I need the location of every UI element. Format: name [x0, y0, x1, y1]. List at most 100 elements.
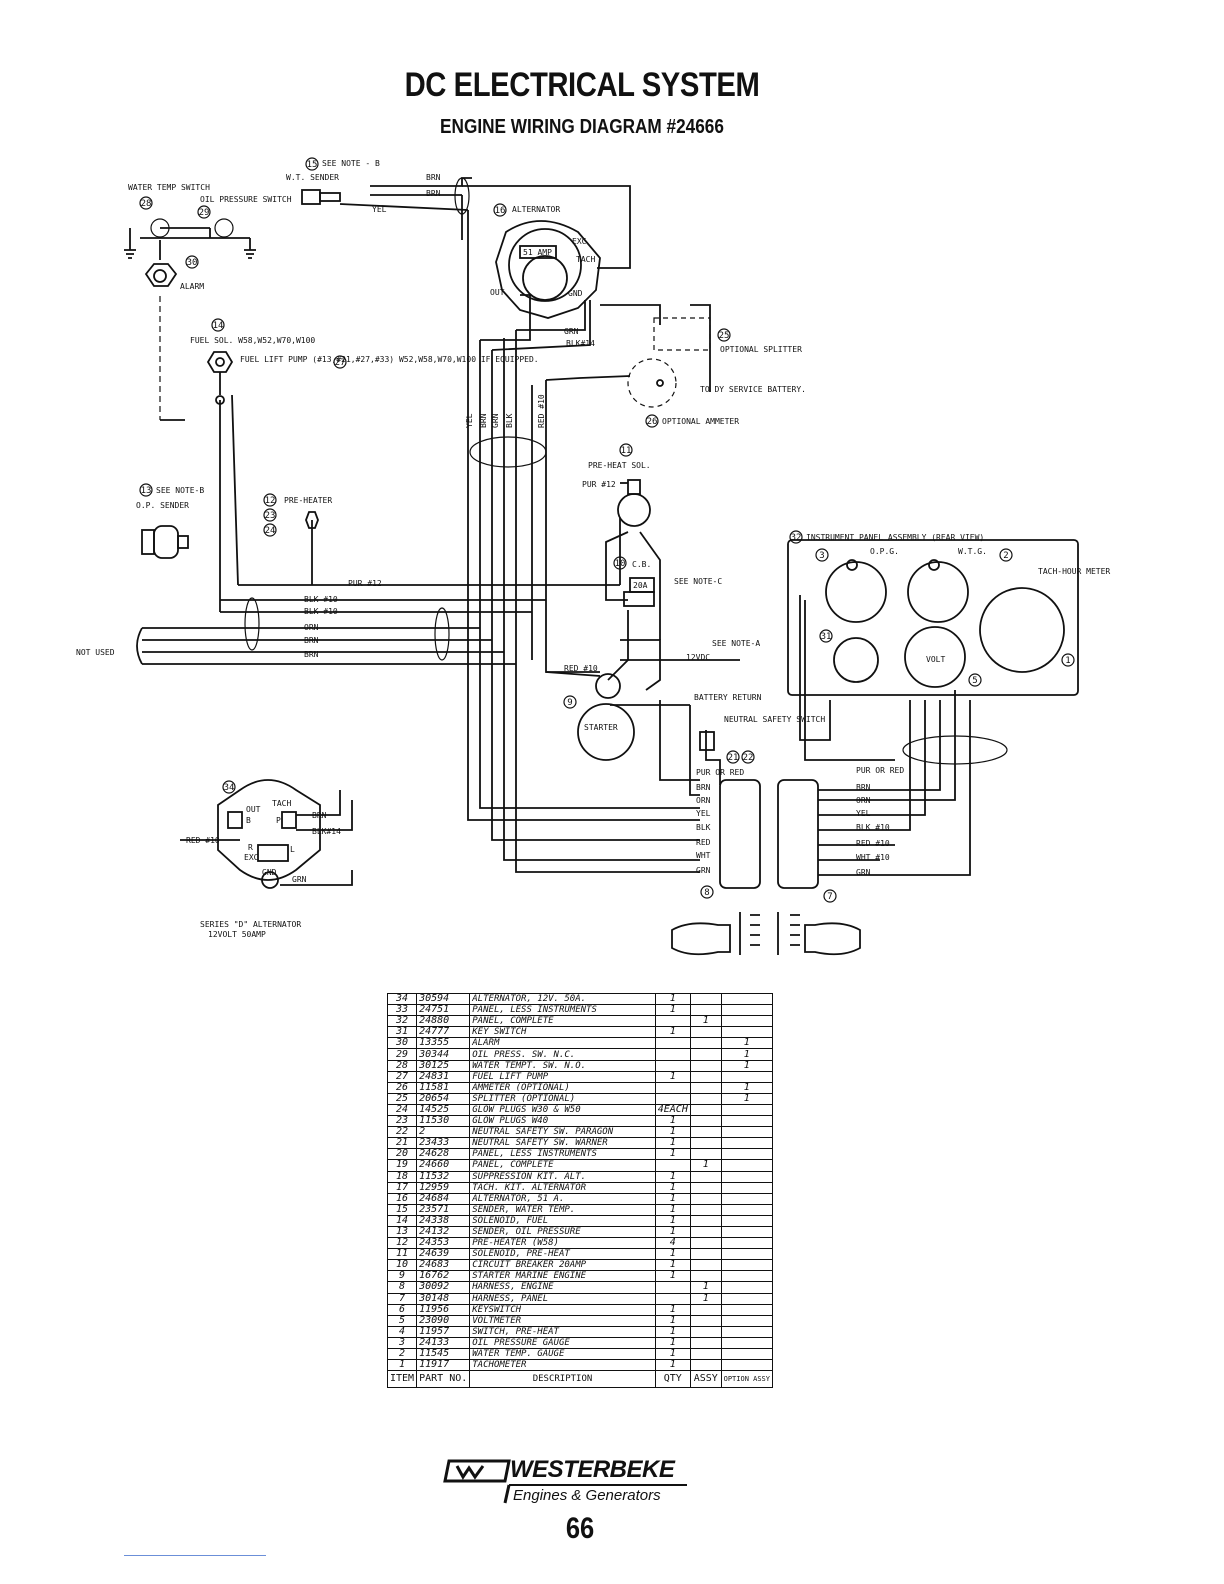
cb-label: C.B. [632, 560, 651, 569]
cell-qty [654, 1081, 691, 1094]
wire-tag: YEL [372, 205, 387, 214]
cell-option: 1 [720, 1048, 774, 1061]
cell-item: 9 [386, 1270, 418, 1283]
cell-desc: SUPPRESSION KIT. ALT. [469, 1170, 656, 1183]
cell-part: 24660 [416, 1159, 471, 1172]
neutral-safety-switch [699, 731, 755, 764]
wire-tag: YEL [696, 809, 711, 818]
cell-qty: 1 [654, 1325, 691, 1338]
cell-desc: PANEL, LESS INSTRUMENTS [469, 1004, 656, 1017]
cell-part: 14525 [416, 1103, 471, 1117]
cell-part: 30594 [416, 992, 471, 1006]
callout-number: 2 [1003, 551, 1008, 561]
cell-qty [654, 1159, 691, 1172]
cell-qty: 1 [654, 1359, 691, 1372]
callout-number: 22 [743, 753, 754, 763]
callout-number: 7 [827, 892, 832, 902]
to-service-battery-label: TO DY SERVICE BATTERY. [700, 385, 806, 394]
brand-name: WESTERBEKE [510, 1456, 675, 1483]
alt-exc-34-label: EXC [244, 853, 259, 862]
callout-number: 27 [335, 358, 346, 368]
cell-desc: PANEL, COMPLETE [469, 1159, 656, 1172]
footer-rule [124, 1555, 266, 1556]
cell-qty: 1 [654, 1270, 691, 1283]
cell-item: 4 [386, 1325, 418, 1338]
cell-item: 23 [386, 1115, 418, 1128]
parts-table-header: ITEM PART NO. DESCRIPTION QTY ASSY OPTIO… [386, 1370, 774, 1389]
neutral-safety-label: NEUTRAL SAFETY SWITCH [724, 715, 825, 724]
cell-item: 34 [386, 992, 418, 1006]
cell-part: 23571 [416, 1203, 471, 1216]
cell-part: 30148 [416, 1292, 471, 1305]
cell-desc: GLOW PLUGS W30 & W50 [469, 1103, 656, 1117]
starter-label: STARTER [584, 723, 618, 732]
wire-tag: GRN [564, 327, 579, 336]
cell-assy [689, 1048, 722, 1061]
cell-part: 2 [416, 1126, 471, 1139]
op-sender [139, 483, 189, 559]
cell-part: 24880 [416, 1015, 471, 1028]
wt-sender [301, 157, 341, 205]
cell-qty: 1 [654, 1203, 691, 1216]
wire-tag: WHT #10 [856, 853, 890, 862]
fuel-sol-label: FUEL SOL. W58,W52,W70,W100 [190, 336, 315, 345]
cell-assy [689, 1170, 722, 1183]
cell-qty [654, 1037, 691, 1050]
see-note-a-label: SEE NOTE-A [712, 639, 760, 648]
cell-desc: STARTER MARINE ENGINE [469, 1270, 656, 1283]
cell-option [720, 1203, 774, 1216]
components [124, 157, 1075, 956]
cell-item: 19 [386, 1159, 418, 1172]
cell-desc: SOLENOID, PRE-HEAT [469, 1248, 656, 1261]
callout-number: 15 [307, 160, 318, 170]
callout-number: 8 [704, 888, 709, 898]
cell-item: 32 [386, 1015, 418, 1028]
cell-qty: 1 [654, 1336, 691, 1350]
cell-part: 24132 [416, 1225, 471, 1239]
alt-51amp-label: 51 AMP [523, 248, 552, 257]
cell-item: 3 [386, 1336, 418, 1350]
cell-qty: 1 [654, 1126, 691, 1139]
cell-assy [689, 1214, 722, 1227]
cell-desc: KEY SWITCH [469, 1026, 656, 1039]
cell-desc: PRE-HEATER (W58) [469, 1237, 656, 1250]
cell-part: 24133 [416, 1336, 471, 1350]
item-callouts: 15 16 28 29 30 14 27 25 26 11 13 12 23 2… [141, 160, 1071, 902]
cell-part: 12959 [416, 1181, 471, 1194]
cell-item: 1 [386, 1359, 418, 1372]
cell-option: 1 [720, 1037, 774, 1050]
cell-part: 11581 [416, 1081, 471, 1094]
cell-option [720, 1070, 774, 1083]
cell-item: 2 [386, 1347, 418, 1361]
cell-option [720, 1192, 774, 1205]
wire-tag: BRN [696, 783, 711, 792]
wire-tag: BLK #10 [856, 823, 890, 832]
cell-option [720, 1347, 774, 1361]
callout-number: 26 [647, 417, 658, 427]
instrument-panel-label: INSTRUMENT PANEL ASSEMBLY (REAR VIEW) [806, 533, 984, 542]
cell-assy [689, 1059, 722, 1072]
note-b-label-15: SEE NOTE - B [322, 159, 380, 168]
alt-exc-label: EXC [572, 237, 587, 246]
cell-option [720, 1126, 774, 1139]
header-option-assy: OPTION ASSY [720, 1370, 774, 1389]
cell-item: 31 [386, 1026, 418, 1039]
callout-number: 28 [141, 199, 152, 209]
cell-item: 6 [386, 1303, 418, 1316]
cell-part: 30092 [416, 1281, 471, 1294]
cell-assy [689, 1081, 722, 1094]
cell-qty: 1 [654, 1170, 691, 1183]
cell-part: 11917 [416, 1359, 471, 1372]
alt-r-label: R [248, 843, 253, 852]
cell-item: 21 [386, 1137, 418, 1150]
cell-option [720, 1314, 774, 1327]
